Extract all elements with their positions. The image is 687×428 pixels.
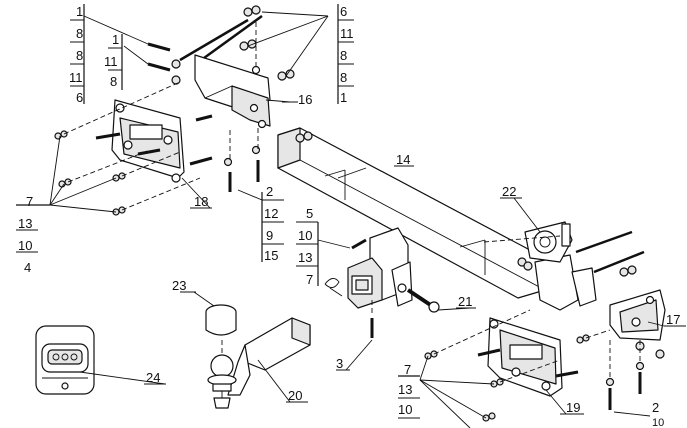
callout-11: 11 — [104, 54, 118, 69]
lower-right-bracket — [487, 317, 563, 397]
right-arm-bracket — [534, 254, 597, 311]
callout-8: 8 — [110, 74, 117, 89]
callout-3: 3 — [336, 356, 343, 371]
callout-9: 9 — [266, 228, 273, 243]
callout-7: 7 — [306, 272, 313, 287]
callout-12: 12 — [264, 206, 278, 221]
stack-bars — [16, 4, 686, 419]
callout-21: 21 — [458, 294, 472, 309]
callout-10: 10 — [298, 228, 312, 243]
callout-15: 15 — [264, 248, 278, 263]
ball-cover-cap — [205, 304, 237, 336]
callout-6: 6 — [76, 90, 83, 105]
socket-plate — [524, 221, 573, 263]
left-side-bracket — [111, 99, 185, 183]
long-studs — [179, 14, 645, 274]
right-side-bracket — [609, 289, 666, 341]
callout-labels: 1 8 8 11 6 1 11 8 6 11 8 8 1 16 14 22 7 … — [18, 4, 680, 428]
callout-13: 13 — [398, 382, 412, 397]
callout-8: 8 — [76, 26, 83, 41]
retaining-clip — [324, 278, 343, 297]
callout-2: 2 — [652, 400, 659, 415]
callout-8: 8 — [340, 70, 347, 85]
callout-17: 17 — [666, 312, 680, 327]
receiver-housing — [347, 227, 413, 309]
callout-22: 22 — [502, 184, 516, 199]
callout-10: 10 — [652, 417, 664, 428]
callout-23: 23 — [172, 278, 186, 293]
callout-1: 1 — [76, 4, 83, 19]
callout-16: 16 — [298, 92, 312, 107]
ball-mount — [207, 317, 311, 409]
electrical-socket — [35, 325, 95, 395]
hitch-pin — [406, 288, 440, 313]
callout-10: 10 — [398, 402, 412, 417]
callout-18: 18 — [194, 194, 208, 209]
callout-10: 10 — [18, 238, 32, 253]
leader-lines — [49, 11, 665, 428]
callout-11: 11 — [340, 26, 354, 41]
washers-nuts — [54, 5, 665, 422]
callout-20: 20 — [288, 388, 302, 403]
callout-14: 14 — [396, 152, 410, 167]
callout-13: 13 — [18, 216, 32, 231]
callout-8: 8 — [76, 48, 83, 63]
callout-1: 1 — [340, 90, 347, 105]
callout-24: 24 — [146, 370, 160, 385]
callout-19: 19 — [566, 400, 580, 415]
callout-7: 7 — [26, 194, 33, 209]
callout-8: 8 — [340, 48, 347, 63]
upper-bracket — [194, 54, 271, 129]
callout-13: 13 — [298, 250, 312, 265]
callout-6: 6 — [340, 4, 347, 19]
bolts — [95, 42, 642, 410]
main-crossbeam — [277, 127, 546, 299]
callout-5: 5 — [306, 206, 313, 221]
callout-1: 1 — [112, 32, 119, 47]
callout-2: 2 — [266, 184, 273, 199]
alignment-lines — [63, 22, 641, 383]
callout-11: 11 — [69, 70, 83, 85]
callout-4: 4 — [24, 260, 31, 275]
callout-7: 7 — [404, 362, 411, 377]
